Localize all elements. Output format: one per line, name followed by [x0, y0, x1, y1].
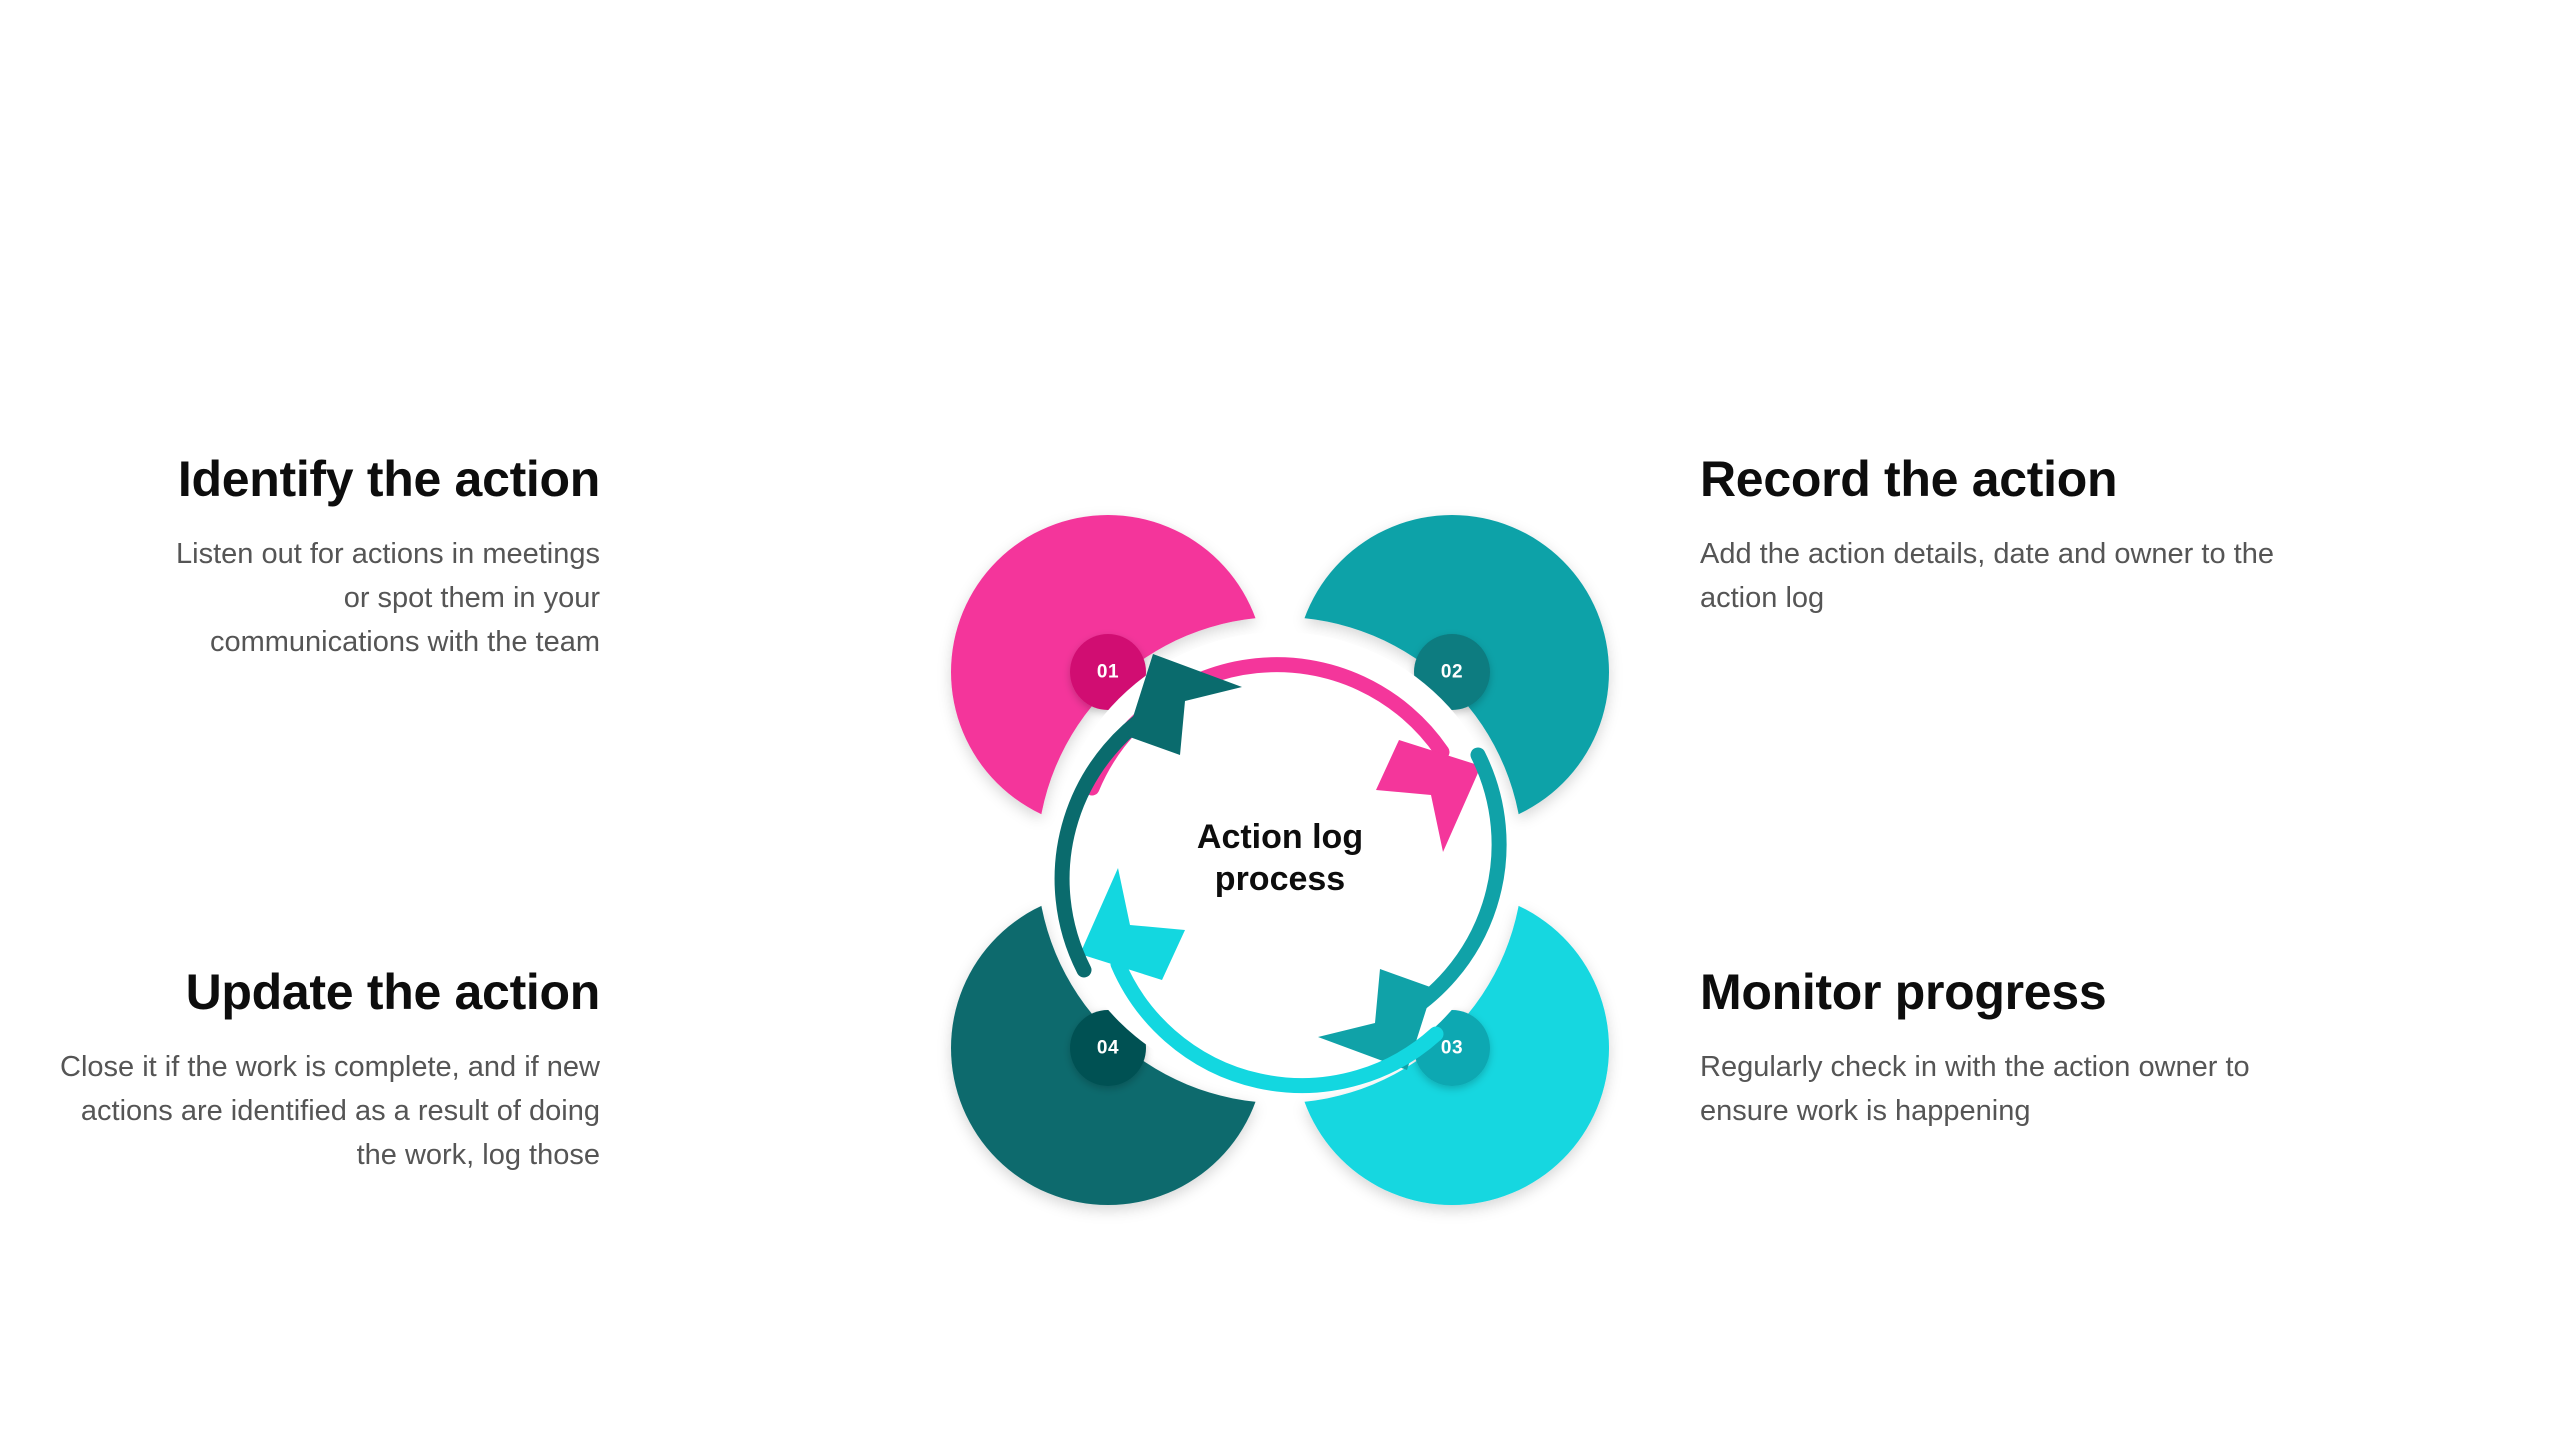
step-01-number: 01: [1097, 662, 1119, 683]
step-02-heading: Record the action: [1700, 451, 2118, 507]
cycle-diagram: 01 02 03: [880, 460, 1680, 1260]
step-04-heading: Update the action: [185, 964, 601, 1020]
step-02-text-block: Record the action Add the action details…: [1700, 452, 2300, 620]
step-01-text-block: Identify the action Listen out for actio…: [0, 452, 600, 664]
step-03-heading: Monitor progress: [1700, 964, 2107, 1020]
arrow-01-to-02-head: [1376, 740, 1481, 852]
arrow-02-to-03-head: [1318, 969, 1433, 1070]
step-04-body: Close it if the work is complete, and if…: [60, 1051, 600, 1172]
step-03-number: 03: [1441, 1038, 1463, 1059]
step-03-text-block: Monitor progress Regularly check in with…: [1700, 965, 2300, 1133]
step-01-body: Listen out for actions in meetings or sp…: [176, 538, 600, 659]
arrow-02-to-03: [1318, 747, 1507, 1070]
step-02-number: 02: [1441, 662, 1463, 683]
arrow-03-to-04: [1080, 868, 1444, 1094]
step-01-heading: Identify the action: [177, 451, 600, 507]
arrow-04-to-01-head: [1127, 654, 1242, 755]
arrow-03-to-04-head: [1080, 868, 1185, 980]
step-03-body: Regularly check in with the action owner…: [1700, 1051, 2250, 1128]
step-04-number: 04: [1097, 1038, 1119, 1059]
step-02-body: Add the action details, date and owner t…: [1700, 538, 2274, 615]
arrow-03-to-04-arc: [1110, 956, 1444, 1094]
center-title-line1: Action log: [1197, 818, 1363, 856]
step-04-text-block: Update the action Close it if the work i…: [0, 965, 600, 1177]
arrow-04-to-01: [1054, 654, 1242, 978]
center-title-line2: process: [1215, 860, 1345, 898]
